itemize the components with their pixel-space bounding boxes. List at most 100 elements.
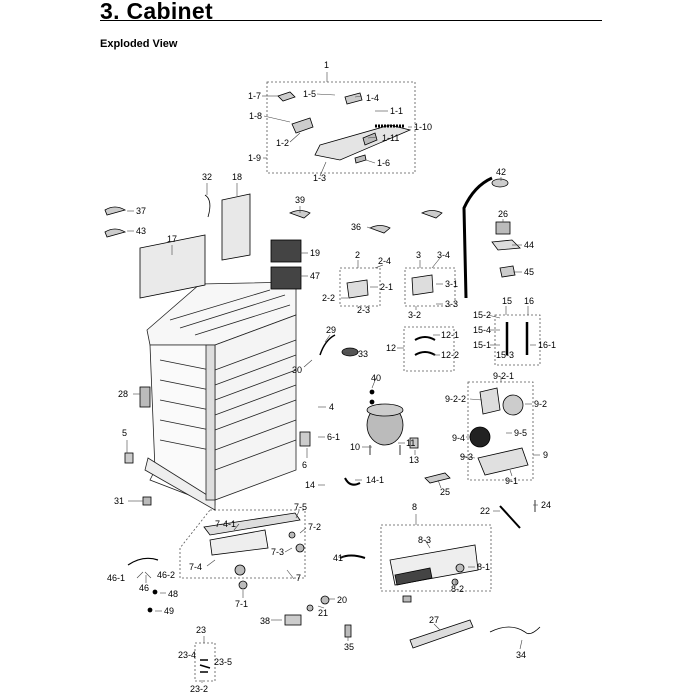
callout-7-1: 7-1 [235, 599, 249, 609]
callout-2-1: 2-1 [380, 282, 394, 292]
callout-17: 17 [167, 234, 178, 244]
callout-11: 11 [406, 438, 416, 448]
callout-20: 20 [337, 595, 348, 605]
callout-18: 18 [232, 172, 243, 182]
callout-23-5: 23-5 [214, 657, 233, 667]
callout-47: 47 [310, 271, 321, 281]
callout-7-4-1: 7-4-1 [215, 519, 237, 529]
callout-15-3: 15-3 [496, 350, 515, 360]
callout-10: 10 [350, 442, 361, 452]
callout-2-3: 2-3 [357, 305, 371, 315]
callout-19: 19 [310, 248, 321, 258]
callout-1-2: 1-2 [276, 138, 290, 148]
callout-22: 22 [480, 506, 491, 516]
callout-15-1: 15-1 [473, 340, 492, 350]
callout-9: 9 [543, 450, 549, 460]
callout-1-6: 1-6 [377, 158, 391, 168]
callout-46: 46 [139, 583, 150, 593]
callout-4: 4 [329, 402, 335, 412]
callout-13: 13 [409, 455, 420, 465]
compressor-parts [366, 387, 529, 476]
callout-21: 21 [318, 608, 329, 618]
callout-24: 24 [541, 500, 552, 510]
callout-2-4: 2-4 [378, 256, 392, 266]
callout-6-1: 6-1 [327, 432, 341, 442]
callout-25: 25 [440, 487, 451, 497]
callout-3-2: 3-2 [408, 310, 422, 320]
callout-49: 49 [164, 606, 175, 616]
group-box-9 [467, 381, 534, 481]
leader-lines [126, 72, 540, 683]
callout-1-10: 1-10 [414, 122, 433, 132]
callout-23-2: 23-2 [190, 684, 209, 694]
callout-7-2: 7-2 [308, 522, 322, 532]
callout-9-1: 9-1 [505, 476, 519, 486]
callout-16-1: 16-1 [538, 340, 557, 350]
callout-8: 8 [412, 502, 418, 512]
callout-14: 14 [305, 480, 316, 490]
callout-48: 48 [168, 589, 179, 599]
callout-12-2: 12-2 [441, 350, 460, 360]
callout-15-2: 15-2 [473, 310, 492, 320]
callout-12: 12 [386, 343, 397, 353]
callout-1-4: 1-4 [366, 93, 380, 103]
callout-33: 33 [358, 349, 369, 359]
callout-45: 45 [524, 267, 535, 277]
callout-43: 43 [136, 226, 147, 236]
callout-1: 1 [324, 60, 330, 70]
group-boxes [179, 81, 541, 682]
callout-1-9: 1-9 [248, 153, 262, 163]
callout-23: 23 [196, 625, 207, 635]
callout-8-1: 8-1 [477, 562, 491, 572]
callout-1-1: 1-1 [390, 106, 404, 116]
callout-31: 31 [114, 496, 125, 506]
callout-15: 15 [502, 296, 513, 306]
callout-3-4: 3-4 [437, 250, 451, 260]
callout-1-5: 1-5 [303, 89, 317, 99]
callout-6: 6 [302, 460, 308, 470]
callout-9-2: 9-2 [534, 399, 548, 409]
callout-7-5: 7-5 [294, 502, 308, 512]
callout-9-4: 9-4 [452, 433, 466, 443]
callout-37: 37 [136, 206, 147, 216]
group-box-12 [403, 326, 455, 372]
callout-7: 7 [296, 573, 302, 583]
callout-15-4: 15-4 [473, 325, 492, 335]
callout-36: 36 [351, 222, 362, 232]
cabinet-body [144, 281, 297, 511]
group-box-2 [339, 267, 381, 307]
callout-39: 39 [295, 195, 306, 205]
callout-46-1: 46-1 [107, 573, 126, 583]
callout-42: 42 [496, 167, 507, 177]
callout-9-2-1: 9-2-1 [493, 371, 515, 381]
callout-2-2: 2-2 [322, 293, 336, 303]
callout-27: 27 [429, 615, 440, 625]
callout-40: 40 [371, 373, 382, 383]
callout-30: 30 [292, 365, 303, 375]
callout-9-3: 9-3 [460, 452, 474, 462]
callout-16: 16 [524, 296, 535, 306]
callout-8-2: 8-2 [451, 584, 465, 594]
top-assembly-parts [277, 91, 412, 164]
callout-26: 26 [498, 209, 509, 219]
callout-32: 32 [202, 172, 213, 182]
group-box-7 [179, 509, 306, 579]
callout-35: 35 [344, 642, 355, 652]
small-parts [288, 176, 529, 357]
group-box-3 [404, 267, 456, 307]
page-subtitle: Exploded View [100, 38, 178, 50]
callout-46-2: 46-2 [157, 570, 176, 580]
callout-5: 5 [122, 428, 128, 438]
callout-41: 41 [333, 553, 344, 563]
callout-7-3: 7-3 [271, 547, 285, 557]
callout-2: 2 [355, 250, 361, 260]
callout-28: 28 [118, 389, 129, 399]
callout-12-1: 12-1 [441, 330, 460, 340]
callout-1-7: 1-7 [248, 91, 262, 101]
panels [104, 193, 302, 299]
callout-1-8: 1-8 [249, 111, 263, 121]
callout-1-3: 1-3 [313, 173, 327, 183]
callout-1-11: 1-11 [382, 133, 400, 143]
callout-44: 44 [524, 240, 535, 250]
